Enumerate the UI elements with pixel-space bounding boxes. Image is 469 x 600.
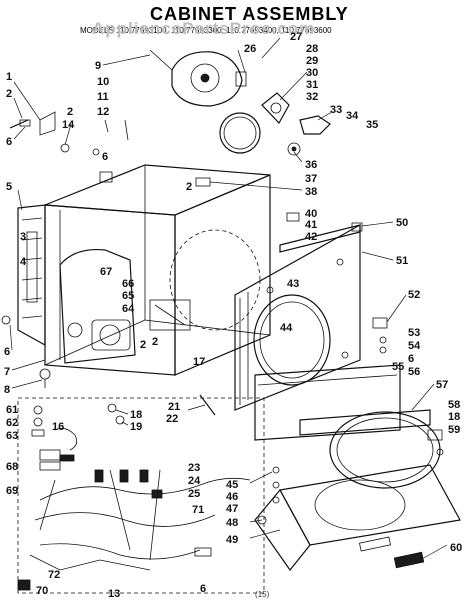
callout-34: 34 [346,110,359,122]
callout-56: 56 [408,366,420,378]
callout-65: 65 [122,290,134,302]
callout-67: 67 [100,266,112,278]
callout-8: 8 [4,384,10,396]
callout-10: 10 [97,76,109,88]
callout-5: 5 [6,181,12,193]
wiring-harness [17,405,251,591]
callout-63: 63 [6,430,18,442]
footer-code: (15) [255,590,270,599]
watermark: AppliancePartsPros.com [92,19,315,38]
callout-66: 66 [122,278,134,290]
wiring-harness-box [17,397,265,594]
callout-14: 14 [62,119,75,131]
callout-labels: 1 2 2 2 2 2 3 4 5 6 6 6 6 6 7 8 9 10 11 … [4,31,462,600]
callout-25: 25 [188,488,200,500]
callout-22: 22 [166,413,178,425]
callout-2: 2 [6,88,12,100]
callout-1: 1 [6,71,12,83]
drive-belt [219,112,261,154]
callout-45: 45 [226,479,238,491]
callout-54: 54 [408,340,421,352]
callout-51: 51 [396,255,408,267]
idler-pulley [261,92,331,156]
callout-4: 4 [20,256,27,268]
callout-28: 28 [306,43,318,55]
callout-2: 2 [140,339,146,351]
callout-27: 27 [290,31,302,43]
callout-50: 50 [396,217,408,229]
drum-seal [329,411,441,489]
callout-61: 61 [6,404,18,416]
drive-motor [149,49,247,107]
models-line: MODELS 110.77693100, 110.77693300, 110.7… [80,26,332,35]
callout-21: 21 [168,401,180,413]
callout-3: 3 [20,231,26,243]
callout-6: 6 [4,346,10,358]
callout-37: 37 [305,173,317,185]
callout-68: 68 [6,461,18,473]
callout-17: 17 [193,356,205,368]
callout-64: 64 [122,303,135,315]
lower-panel [254,364,401,441]
callout-13: 13 [108,588,120,600]
callout-26: 26 [244,43,256,55]
callout-12: 12 [97,106,109,118]
callout-16: 16 [52,421,64,433]
motor-assembly [59,248,191,364]
hardware-parts [1,111,444,525]
callout-30: 30 [306,67,318,79]
callout-48: 48 [226,517,238,529]
side-panel [17,204,46,347]
callout-58: 58 [448,399,460,411]
callout-2: 2 [186,181,192,193]
callout-32: 32 [306,91,318,103]
callout-59: 59 [448,424,460,436]
callout-47: 47 [226,503,238,515]
callout-46: 46 [226,491,238,503]
toe-kick [299,409,431,436]
callout-23: 23 [188,462,200,474]
callout-57: 57 [436,379,448,391]
callout-6: 6 [102,151,108,163]
top-console-strip [279,224,361,253]
callout-53: 53 [408,327,420,339]
callout-18: 18 [448,411,460,423]
callout-19: 19 [130,421,142,433]
callout-18: 18 [130,409,142,421]
callout-44: 44 [280,322,293,334]
callout-60: 60 [450,542,462,554]
callout-35: 35 [366,119,378,131]
callout-11: 11 [97,91,109,103]
callout-42: 42 [305,231,317,243]
callout-2: 2 [152,336,158,348]
callout-6: 6 [200,583,206,595]
callout-9: 9 [95,60,101,72]
callout-52: 52 [408,289,420,301]
callout-62: 62 [6,417,18,429]
diagram-title: CABINET ASSEMBLY [150,4,349,24]
callout-70: 70 [36,585,48,597]
front-panel [234,223,361,411]
callout-29: 29 [306,55,318,67]
callout-36: 36 [305,159,317,171]
callout-40: 40 [305,208,317,220]
callout-33: 33 [330,104,342,116]
callout-6: 6 [6,136,12,148]
callout-24: 24 [188,475,201,487]
callout-71: 71 [192,504,204,516]
callout-7: 7 [4,366,10,378]
callout-69: 69 [6,485,18,497]
leader-lines [9,37,448,561]
callout-49: 49 [226,534,238,546]
callout-41: 41 [305,219,317,231]
callout-55: 55 [392,361,404,373]
callout-6: 6 [408,353,414,365]
base-assembly [254,464,461,572]
callout-43: 43 [287,278,299,290]
callout-31: 31 [306,79,318,91]
callout-38: 38 [305,186,317,198]
callout-72: 72 [48,569,60,581]
callout-2: 2 [67,106,73,118]
